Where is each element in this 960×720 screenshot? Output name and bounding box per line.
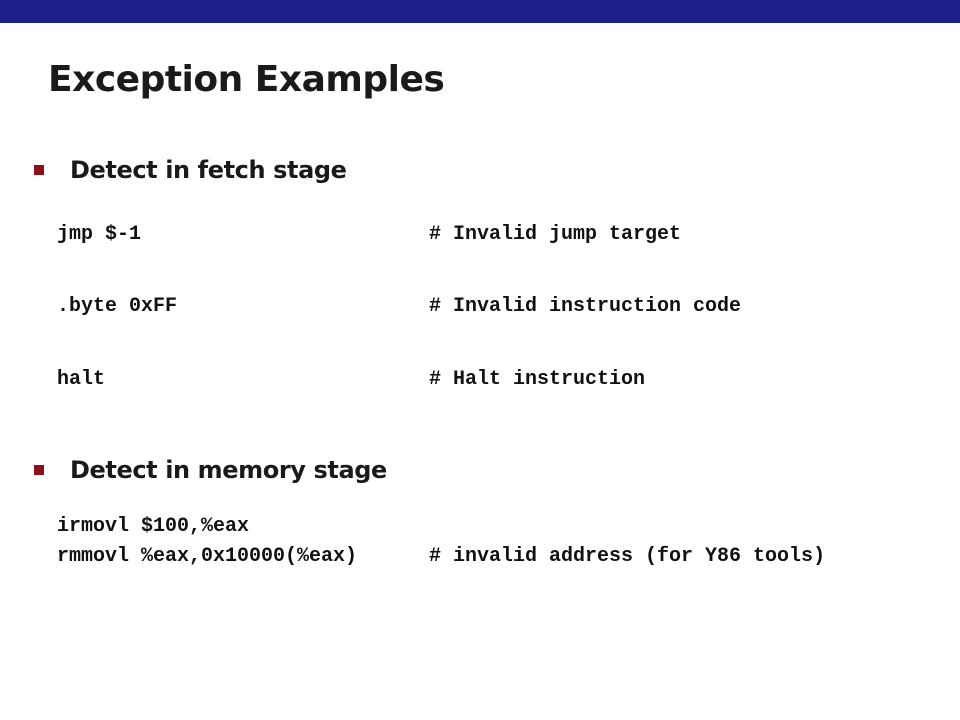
code-instruction: jmp $-1 bbox=[57, 223, 142, 246]
bullet-memory-stage: Detect in memory stage bbox=[34, 458, 387, 482]
code-line: .byte 0xFF # Invalid instruction code bbox=[57, 295, 741, 319]
bullet-memory-stage-text: Detect in memory stage bbox=[70, 456, 387, 484]
code-comment: # Invalid instruction code bbox=[429, 295, 742, 318]
code-instruction: rmmovl %eax,0x10000(%eax) bbox=[57, 545, 358, 568]
bullet-square-icon bbox=[34, 165, 44, 175]
bullet-square-icon bbox=[34, 465, 44, 475]
code-line: irmovl $100,%eax bbox=[57, 515, 249, 539]
code-instruction: .byte 0xFF bbox=[57, 295, 178, 318]
top-bar bbox=[0, 0, 960, 23]
bullet-fetch-stage-text: Detect in fetch stage bbox=[70, 156, 347, 184]
code-instruction: halt bbox=[57, 368, 106, 391]
code-line: jmp $-1 # Invalid jump target bbox=[57, 223, 681, 247]
code-comment: # Halt instruction bbox=[429, 368, 646, 391]
slide-title: Exception Examples bbox=[48, 59, 445, 100]
code-comment: # Invalid jump target bbox=[429, 223, 682, 246]
code-comment: # invalid address (for Y86 tools) bbox=[429, 545, 826, 568]
bullet-fetch-stage: Detect in fetch stage bbox=[34, 158, 347, 182]
code-line: rmmovl %eax,0x10000(%eax) # invalid addr… bbox=[57, 545, 825, 569]
code-line: halt # Halt instruction bbox=[57, 368, 645, 392]
code-instruction: irmovl $100,%eax bbox=[57, 515, 250, 538]
